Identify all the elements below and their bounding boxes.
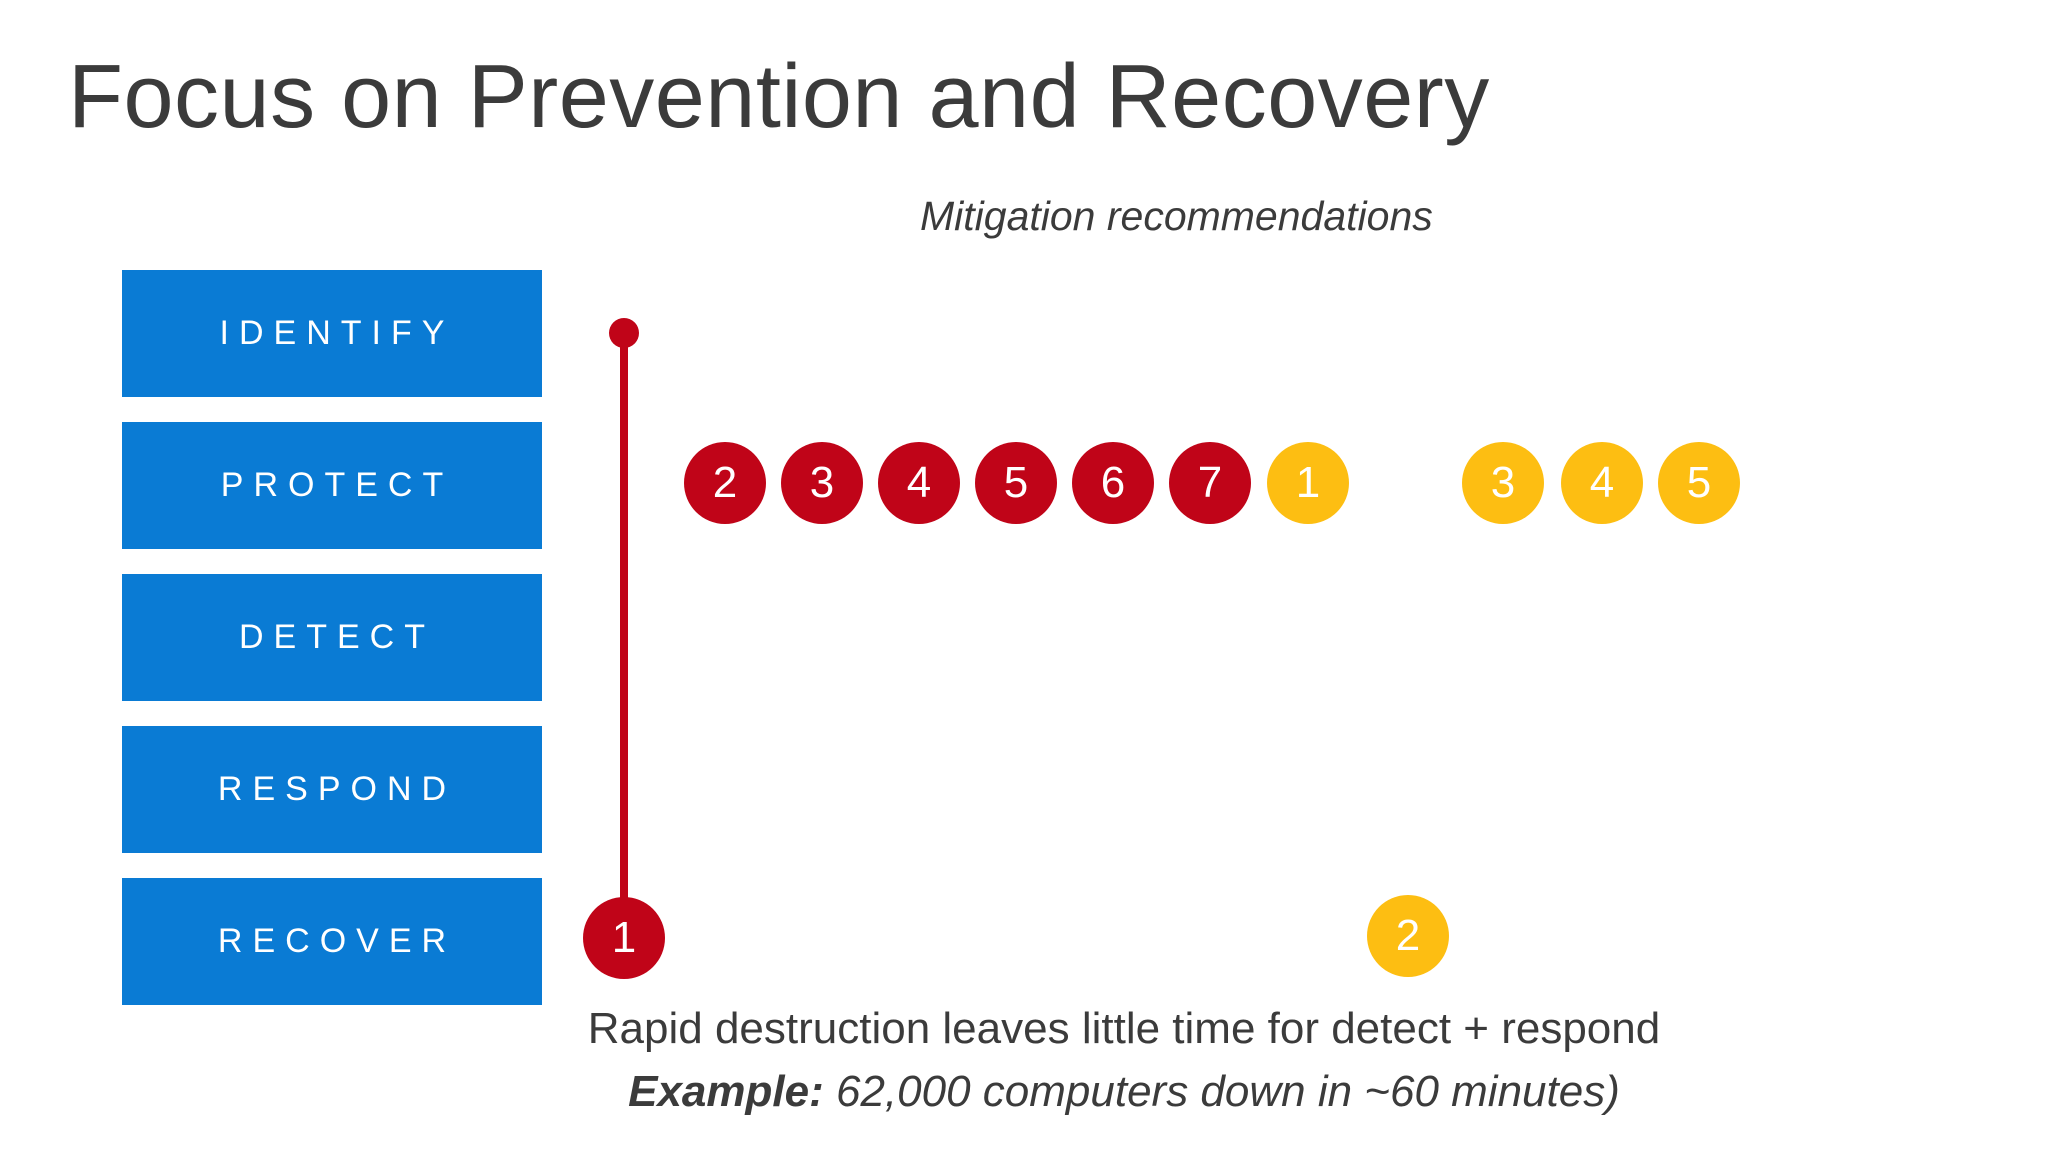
recommendation-marker-red-2[interactable]: 2 — [684, 442, 766, 524]
nist-box-label: DETECT — [239, 618, 435, 656]
nist-box-label: IDENTIFY — [219, 314, 455, 352]
marker-number: 4 — [906, 458, 932, 507]
recommendation-marker-red-3[interactable]: 3 — [781, 442, 863, 524]
recover-marker-red-1[interactable]: 1 — [583, 897, 665, 979]
caption-example: Example: 62,000 computers down in ~60 mi… — [0, 1067, 2048, 1117]
recommendation-marker-yellow-4[interactable]: 4 — [1561, 442, 1643, 524]
caption-main: Rapid destruction leaves little time for… — [587, 1004, 1661, 1053]
marker-number: 4 — [1589, 458, 1615, 507]
recommendation-marker-yellow-3[interactable]: 3 — [1462, 442, 1544, 524]
marker-number: 3 — [1490, 458, 1516, 507]
nist-box-respond[interactable]: RESPOND — [122, 726, 542, 853]
nist-box-label: RECOVER — [217, 922, 457, 960]
recover-marker-yellow-2[interactable]: 2 — [1367, 895, 1449, 977]
marker-number: 2 — [1395, 911, 1421, 960]
nist-box-protect[interactable]: PROTECT — [122, 422, 542, 549]
connector-line-icon — [620, 333, 628, 938]
recommendation-marker-red-7[interactable]: 7 — [1169, 442, 1251, 524]
marker-number: 6 — [1100, 458, 1126, 507]
caption-example-label: Example: — [628, 1067, 824, 1116]
recommendation-marker-red-5[interactable]: 5 — [975, 442, 1057, 524]
nist-box-label: RESPOND — [217, 770, 457, 808]
marker-number: 1 — [1295, 458, 1321, 507]
nist-box-recover[interactable]: RECOVER — [122, 878, 542, 1005]
marker-number: 5 — [1003, 458, 1029, 507]
recommendation-marker-yellow-1[interactable]: 1 — [1267, 442, 1349, 524]
marker-number: 5 — [1686, 458, 1712, 507]
marker-number: 2 — [712, 458, 738, 507]
marker-number: 7 — [1197, 458, 1223, 507]
nist-box-label: PROTECT — [220, 466, 454, 504]
nist-box-identify[interactable]: IDENTIFY — [122, 270, 542, 397]
caption-example-text: 62,000 computers down in ~60 minutes) — [823, 1067, 1620, 1116]
marker-number: 3 — [809, 458, 835, 507]
recommendation-marker-yellow-5[interactable]: 5 — [1658, 442, 1740, 524]
nist-box-detect[interactable]: DETECT — [122, 574, 542, 701]
subtitle: Mitigation recommendations — [920, 193, 1433, 239]
recommendation-marker-red-6[interactable]: 6 — [1072, 442, 1154, 524]
marker-number: 1 — [611, 913, 637, 962]
recommendation-marker-red-4[interactable]: 4 — [878, 442, 960, 524]
page-title: Focus on Prevention and Recovery — [68, 47, 1490, 147]
